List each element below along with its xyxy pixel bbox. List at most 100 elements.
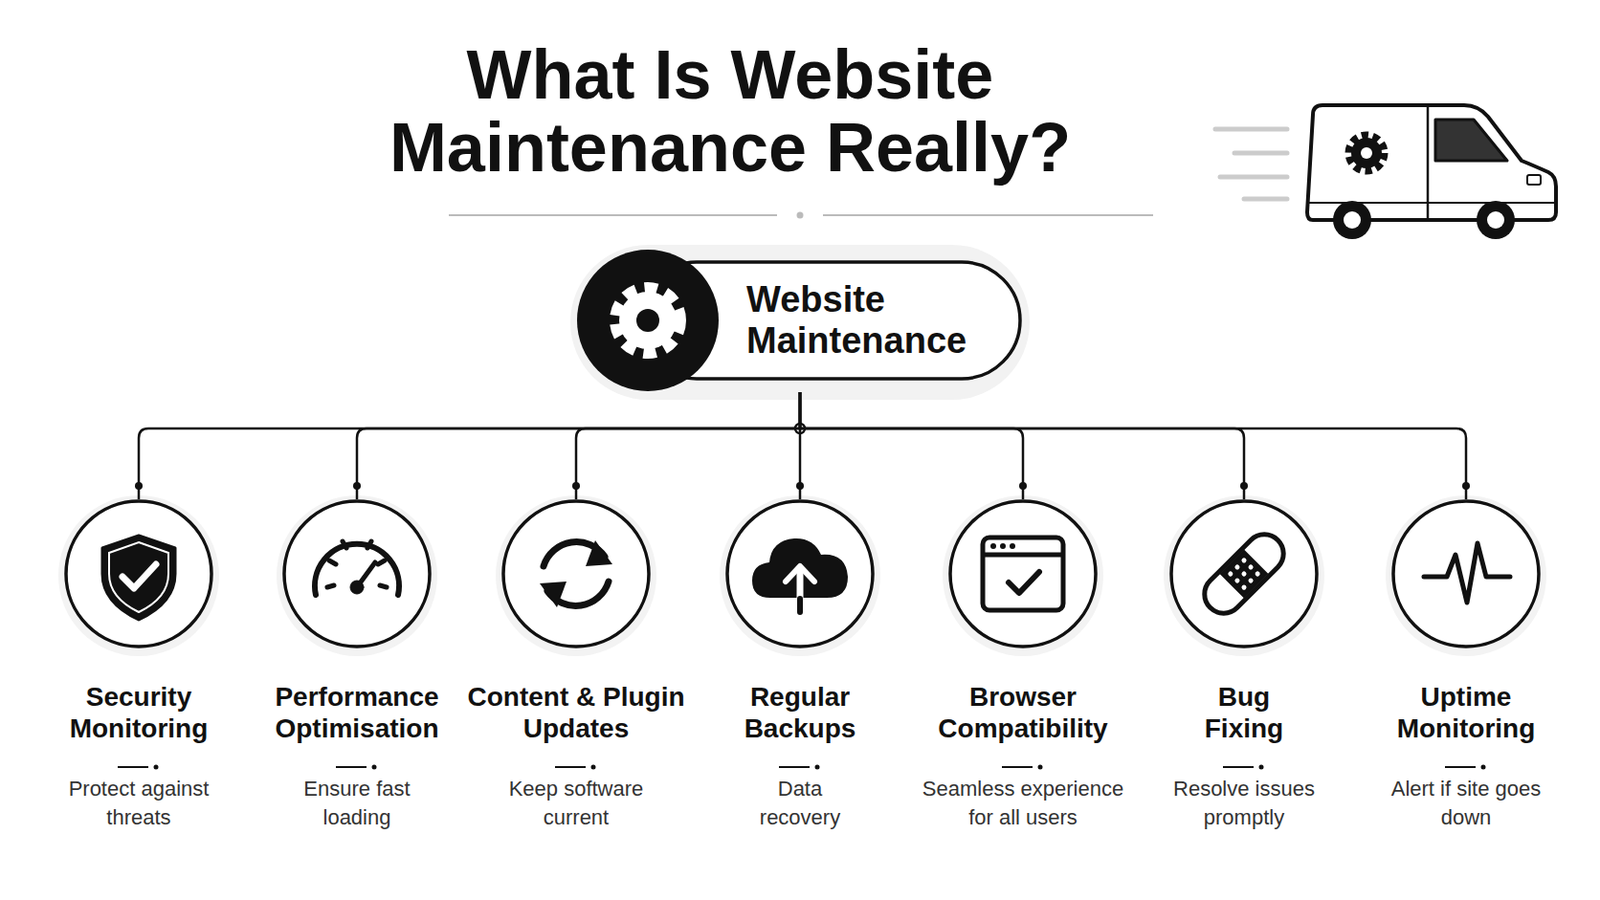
service-node: Content & Plugin UpdatesKeep software cu… <box>461 499 691 833</box>
service-heading: Regular Backups <box>728 681 872 745</box>
gear-hole <box>636 309 660 333</box>
circle-outline <box>242 499 472 649</box>
pulse-icon <box>1423 543 1511 603</box>
service-description: Seamless experience for all users <box>917 775 1129 833</box>
dash-mark <box>1001 763 1045 772</box>
heading-dash <box>778 757 822 766</box>
circle-ring <box>503 501 649 647</box>
dash-line <box>1222 766 1254 769</box>
connector-dot <box>134 482 143 490</box>
dash-dot <box>1038 765 1044 771</box>
connector <box>800 392 1245 500</box>
dash-mark <box>335 763 378 772</box>
circle-shadows <box>58 495 1547 657</box>
service-node: Browser CompatibilitySeamless experience… <box>908 499 1138 833</box>
circle-ring <box>727 501 873 647</box>
diagram-title: What Is Website Maintenance Really? <box>160 38 1300 184</box>
heading-dash <box>1001 757 1045 766</box>
dash-line <box>1444 766 1476 769</box>
dash-mark <box>117 763 160 772</box>
circle-area <box>242 499 472 649</box>
heading-dash <box>335 757 378 766</box>
dash-mark <box>778 763 822 772</box>
connector-dot <box>572 482 580 490</box>
heading-dash <box>1222 757 1266 766</box>
cloud-upload-icon <box>752 538 848 613</box>
connector-dot <box>1462 482 1470 490</box>
service-van <box>1215 105 1556 240</box>
service-heading: Browser Compatibility <box>920 681 1127 745</box>
heading-dash <box>555 757 598 766</box>
circle-outline <box>23 499 254 649</box>
dash-dot <box>591 765 597 771</box>
gear-teeth <box>616 288 680 353</box>
service-node: Security MonitoringProtect against threa… <box>23 499 254 833</box>
dash-mark <box>555 763 598 772</box>
dash-line <box>335 766 367 769</box>
circle-ring <box>1171 501 1317 647</box>
connector-dot <box>1240 482 1248 490</box>
circle-ring <box>950 501 1096 647</box>
service-description: Resolve issues promptly <box>1148 775 1340 833</box>
refresh-icon <box>539 540 613 608</box>
service-node: Bug FixingResolve issues promptly <box>1129 499 1359 833</box>
circle-area <box>1351 499 1581 649</box>
circle-outline <box>908 499 1138 649</box>
heading-dash <box>117 757 160 766</box>
central-pill: Website Maintenance <box>576 248 1023 393</box>
dash-line <box>778 766 810 769</box>
bandage-icon <box>1197 527 1292 623</box>
circle-area <box>685 499 915 649</box>
service-heading: Content & Plugin Updates <box>465 681 688 745</box>
dash-dot <box>815 765 821 771</box>
connector <box>576 392 800 500</box>
service-description: Data recovery <box>756 775 844 833</box>
service-heading: Performance Optimisation <box>261 681 453 745</box>
circle-ring <box>66 501 212 647</box>
circle-outline <box>1351 499 1581 649</box>
dash-line <box>555 766 586 769</box>
service-description: Keep software current <box>489 775 663 833</box>
dash-dot <box>1259 765 1265 771</box>
service-heading: Security Monitoring <box>43 681 235 745</box>
dash-dot <box>1481 765 1487 771</box>
pill-shadow <box>570 244 1030 400</box>
service-description: Ensure fast loading <box>285 775 429 833</box>
circle-area <box>908 499 1138 649</box>
service-node: Performance OptimisationEnsure fast load… <box>242 499 472 833</box>
shield-icon <box>102 535 176 621</box>
browser-window-icon <box>982 537 1064 611</box>
circle-outline <box>685 499 915 649</box>
circle-ring <box>284 501 430 647</box>
pill-label: Website Maintenance <box>746 279 977 362</box>
pill-badge <box>577 249 719 392</box>
dash-dot <box>372 765 378 771</box>
gear-body <box>619 291 677 350</box>
circle-area <box>461 499 691 649</box>
connector-dot <box>796 482 804 490</box>
dash-dot <box>154 765 159 771</box>
service-node: Uptime MonitoringAlert if site goes down <box>1351 499 1581 833</box>
service-heading: Uptime Monitoring <box>1379 681 1553 745</box>
service-heading: Bug Fixing <box>1196 681 1292 745</box>
connector <box>800 392 1467 500</box>
connector <box>356 392 800 500</box>
connector <box>800 392 1023 500</box>
dash-line <box>117 766 149 769</box>
service-description: Protect against threats <box>52 775 225 833</box>
connector-dot <box>1019 482 1027 490</box>
heading-dash <box>1444 757 1488 766</box>
circle-outline <box>1129 499 1359 649</box>
dash-mark <box>1222 763 1266 772</box>
speedometer-icon <box>314 541 400 596</box>
title-divider <box>448 212 1154 220</box>
dash-mark <box>1444 763 1488 772</box>
circle-ring <box>1393 501 1539 647</box>
circle-area <box>23 499 254 649</box>
circle-outline <box>461 499 691 649</box>
dash-line <box>1001 766 1033 769</box>
service-description: Alert if site goes down <box>1389 775 1543 833</box>
connector-dot <box>353 482 361 490</box>
service-node: Regular BackupsData recovery <box>685 499 915 833</box>
